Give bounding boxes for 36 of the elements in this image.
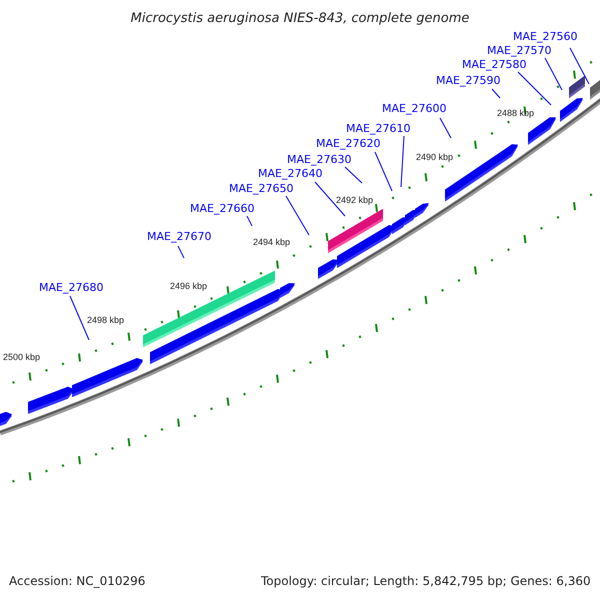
gene-label: MAE_27640 (258, 167, 322, 180)
leader-line (518, 72, 552, 106)
position-label: 2488 kbp (497, 108, 534, 118)
leader-line (344, 166, 362, 184)
footer-text: Accession: NC_010296 (9, 573, 146, 590)
gene-label: MAE_27580 (462, 58, 526, 71)
position-label: 2490 kbp (416, 152, 454, 162)
footer-text: Topology: circular; Length: 5,842,795 bp; Genes: 6,360 (261, 573, 591, 590)
leader-line (440, 118, 452, 138)
position-label: 2492 kbp (336, 195, 374, 205)
gene-label: MAE_27670 (147, 230, 212, 243)
title: Microcystis aeruginosa NIES-843, complete genome (130, 10, 470, 28)
gene-label: MAE_27630 (287, 153, 352, 166)
leader-line (314, 182, 346, 216)
gene-label: MAE_27570 (487, 44, 552, 57)
gene-label: MAE_27660 (190, 202, 254, 215)
gene-label: MAE_27610 (346, 122, 410, 135)
gene-label: MAE_27680 (39, 281, 104, 294)
leader-line (400, 136, 404, 188)
leader-line (286, 196, 310, 236)
position-label: 2498 kbp (87, 315, 124, 325)
position-label: 2494 kbp (253, 237, 290, 247)
position-label: 2500 kbp (3, 352, 40, 362)
position-label: 2496 kbp (170, 281, 208, 291)
gene-label: MAE_27600 (382, 102, 446, 115)
gene-label: MAE_27620 (316, 137, 380, 150)
leader-line (544, 58, 562, 90)
gene-label: MAE_27590 (436, 74, 500, 87)
leader-line (178, 246, 184, 258)
leader-line (374, 152, 392, 192)
leader-line (246, 216, 252, 226)
leader-line (570, 48, 590, 84)
gene-label: MAE_27650 (229, 182, 294, 195)
gene-label: MAE_27560 (513, 30, 578, 43)
leader-line (492, 88, 500, 98)
leader-line (70, 296, 90, 340)
